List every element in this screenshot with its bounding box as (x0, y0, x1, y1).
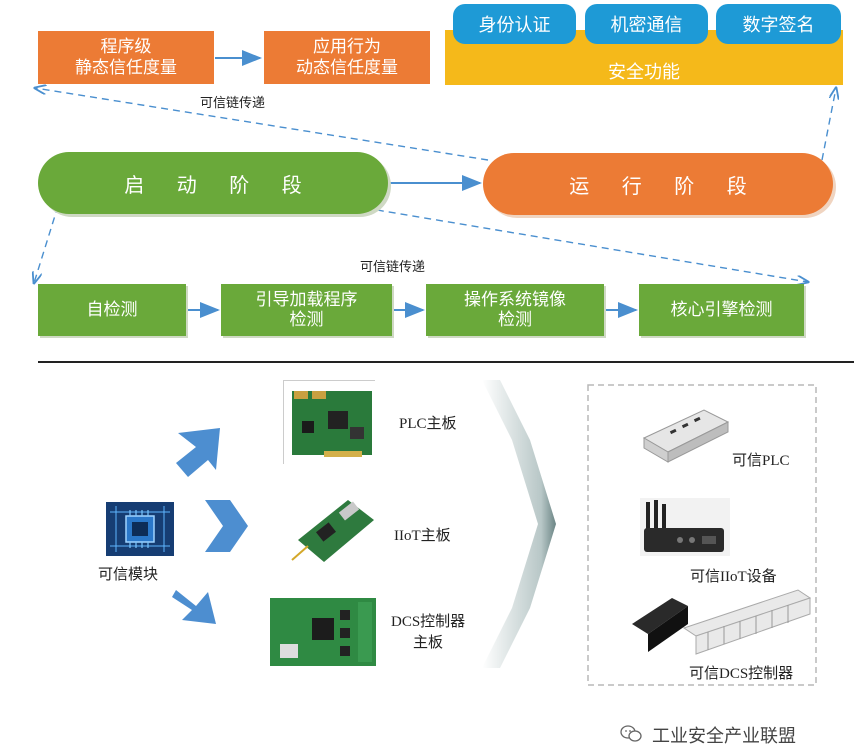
self-check-box: 自检测 (38, 284, 186, 336)
dynamic-trust-line-2: 动态信任度量 (296, 57, 398, 78)
boot-stage-char-3: 阶 (229, 172, 250, 197)
trust-chain-label-lower: 可信链传递 (360, 260, 426, 275)
watermark-label: 工业安全产业联盟 (652, 726, 796, 747)
trusted-module-label: 可信模块 (98, 565, 159, 583)
boot-stage-pill: 启 动 阶 段 (38, 152, 388, 214)
dashed-chain-upper (35, 88, 489, 161)
dcs-board-image (268, 596, 378, 668)
chevron-right-icon (205, 500, 248, 552)
self-check-label: 自检测 (86, 300, 138, 320)
identity-auth-tab: 身份认证 (453, 4, 576, 44)
trusted-dcs-controller-label: 可信DCS控制器 (689, 666, 794, 682)
plc-board-label: PLC主板 (399, 416, 457, 432)
run-stage-char-4: 段 (726, 173, 747, 198)
os-image-check-line-2: 检测 (498, 310, 532, 330)
core-engine-check-box: 核心引擎检测 (639, 284, 804, 336)
chevron-down-icon (172, 590, 216, 624)
wechat-icon (620, 724, 642, 744)
boot-stage-char-1: 启 (124, 172, 145, 197)
security-function-label: 安全功能 (608, 62, 680, 83)
section-divider (38, 361, 854, 363)
secure-comm-tab: 机密通信 (585, 4, 708, 44)
dcs-board-label-1: DCS控制器 (391, 614, 466, 630)
os-image-check-box: 操作系统镜像 检测 (426, 284, 604, 336)
trusted-plc-image (640, 404, 730, 464)
digital-signature-tab: 数字签名 (716, 4, 841, 44)
trusted-iiot-device-image (640, 498, 730, 556)
big-chevron-icon (482, 380, 556, 668)
core-engine-check-label: 核心引擎检测 (670, 300, 773, 320)
static-trust-line-2: 静态信任度量 (75, 57, 177, 78)
static-trust-measure-box: 程序级 静态信任度量 (38, 31, 214, 84)
run-stage-char-3: 阶 (674, 173, 695, 198)
iiot-board-label: IIoT主板 (394, 528, 451, 544)
dashed-boot-to-selfcheck (34, 205, 59, 283)
dynamic-trust-measure-box: 应用行为 动态信任度量 (264, 31, 430, 84)
trusted-chip-icon (106, 502, 174, 556)
chevron-up-icon (176, 428, 220, 477)
trusted-plc-label: 可信PLC (732, 453, 790, 469)
boot-stage-char-2: 动 (176, 172, 197, 197)
boot-stage-char-4: 段 (281, 172, 302, 197)
plc-board-image (283, 380, 376, 465)
bootloader-check-line-1: 引导加载程序 (255, 290, 358, 310)
static-trust-line-1: 程序级 (100, 36, 152, 57)
dynamic-trust-line-1: 应用行为 (313, 36, 381, 57)
bootloader-check-box: 引导加载程序 检测 (221, 284, 392, 336)
dcs-board-label-2: 主板 (413, 635, 444, 651)
trust-chain-label-upper: 可信链传递 (200, 96, 266, 111)
connector-layer (0, 50, 854, 318)
dashed-run-to-security (821, 88, 836, 161)
trusted-iiot-device-label: 可信IIoT设备 (690, 569, 777, 585)
run-stage-char-1: 运 (569, 173, 590, 198)
product-frame (587, 384, 817, 686)
dashed-chain-lower (364, 207, 808, 282)
os-image-check-line-1: 操作系统镜像 (464, 290, 566, 310)
iiot-board-image (288, 490, 378, 570)
trusted-dcs-controller-image (628, 584, 812, 658)
run-stage-pill: 运 行 阶 段 (483, 153, 833, 215)
run-stage-char-2: 行 (621, 173, 642, 198)
bootloader-check-line-2: 检测 (289, 310, 324, 330)
